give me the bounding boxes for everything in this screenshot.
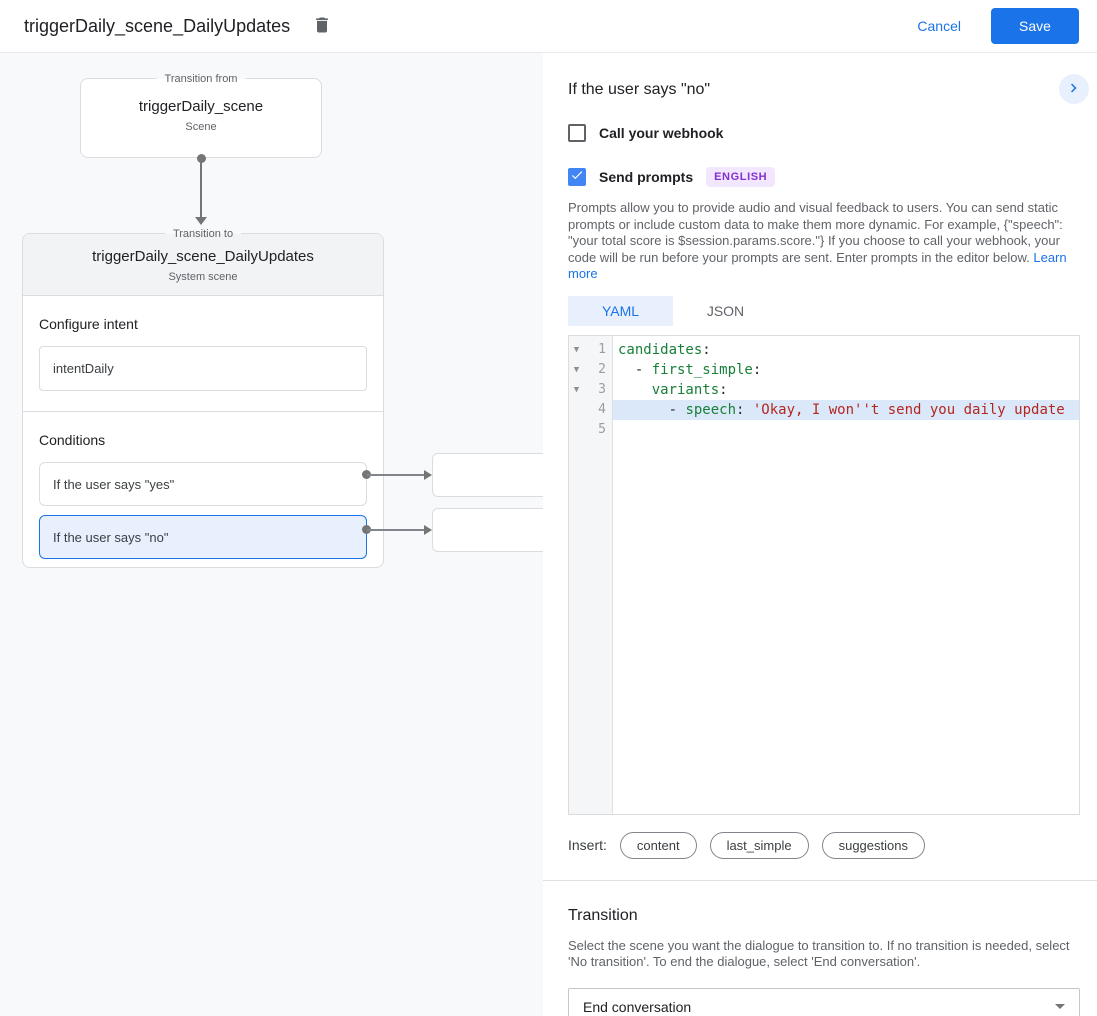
transition-to-legend: Transition to — [164, 226, 242, 242]
prompts-description-text: Prompts allow you to provide audio and v… — [568, 200, 1063, 265]
flow-connector-line — [200, 160, 202, 218]
learn-more-link[interactable]: Learn more — [568, 249, 1067, 282]
insert-chip-button[interactable]: suggestions — [821, 831, 925, 859]
send-prompts-checkbox[interactable] — [568, 168, 586, 186]
trash-icon — [312, 15, 332, 38]
delete-button[interactable] — [312, 15, 332, 38]
transition-select-value: End conversation — [583, 998, 692, 1015]
condition-yes-line — [367, 474, 424, 476]
header: triggerDaily_scene_DailyUpdates Cancel S… — [0, 0, 1097, 53]
configure-intent-label: Configure intent — [39, 316, 138, 332]
intent-value: intentDaily — [53, 361, 114, 376]
code-line[interactable]: candidates: — [618, 341, 711, 358]
tab-json[interactable]: JSON — [706, 302, 745, 319]
to-card-header: triggerDaily_scene_DailyUpdates System s… — [23, 234, 383, 296]
from-node-subtitle: Scene — [185, 121, 217, 133]
send-prompts-checkbox-label: Send prompts — [599, 169, 694, 185]
fold-arrow-icon[interactable]: ▼ — [573, 384, 580, 395]
conditions-label: Conditions — [39, 432, 106, 448]
to-card-subtitle: System scene — [168, 271, 238, 283]
language-badge: ENGLISH — [706, 167, 776, 187]
condition-yes-arrowhead-icon — [424, 470, 432, 480]
transition-to-card: Transition to triggerDaily_scene_DailyUp… — [22, 226, 384, 568]
checkmark-icon — [570, 168, 584, 187]
code-line[interactable] — [613, 420, 1079, 440]
transition-description: Select the scene you want the dialogue t… — [568, 937, 1070, 970]
transition-from-node[interactable]: Transition from triggerDaily_scene Scene — [80, 71, 322, 158]
webhook-checkbox-label: Call your webhook — [599, 125, 724, 141]
condition-label: If the user says "no" — [53, 529, 169, 545]
tab-yaml[interactable]: YAML — [568, 295, 673, 326]
webhook-checkbox-row[interactable]: Call your webhook — [568, 124, 1080, 142]
conditions-list: If the user says "yes" If the user says … — [39, 462, 367, 559]
chevron-right-icon — [1065, 79, 1083, 100]
condition-no-target-node[interactable] — [432, 508, 543, 552]
condition-label: If the user says "yes" — [53, 476, 175, 492]
transition-from-legend: Transition from — [156, 71, 246, 87]
condition-row[interactable]: If the user says "no" — [39, 515, 367, 559]
condition-yes-target-node[interactable] — [432, 453, 543, 497]
panel-divider — [543, 879, 1097, 881]
flow-connector-dot — [197, 154, 206, 163]
code-line[interactable]: variants: — [651, 381, 728, 398]
editor-gutter: ▼ 1 ▼ 2 ▼ 3 4 5 — [569, 335, 613, 814]
line-number: 1 — [598, 342, 606, 357]
insert-row: Insert: content last_simple suggestions — [568, 831, 1080, 859]
condition-detail-panel: If the user says "no" Call your webhook … — [543, 53, 1097, 1016]
card-divider — [23, 411, 383, 412]
editor-format-tabs: YAML JSON — [568, 295, 1080, 326]
insert-label: Insert: — [568, 837, 607, 853]
fold-arrow-icon[interactable]: ▼ — [573, 344, 580, 355]
code-editor[interactable]: ▼ 1 ▼ 2 ▼ 3 4 5 candidates: - first_simple: var… — [568, 334, 1080, 815]
editor-code-area[interactable]: candidates: - first_simple: variants: - … — [613, 336, 1079, 814]
insert-chip-button[interactable]: last_simple — [709, 831, 809, 859]
send-prompts-checkbox-row[interactable]: Send prompts ENGLISH — [568, 167, 1080, 187]
insert-chip-button[interactable]: content — [619, 831, 697, 859]
fold-arrow-icon[interactable]: ▼ — [573, 364, 580, 375]
line-number: 5 — [598, 422, 606, 437]
insert-chips: content last_simple suggestions — [607, 831, 925, 859]
flow-canvas: Transition from triggerDaily_scene Scene… — [0, 53, 543, 1016]
line-number: 4 — [598, 402, 606, 417]
condition-title: If the user says "no" — [568, 81, 711, 98]
save-button[interactable]: Save — [991, 8, 1079, 44]
transition-section-title: Transition — [568, 906, 638, 924]
condition-no-dot — [362, 525, 371, 534]
dropdown-caret-icon — [1055, 1004, 1065, 1009]
intent-input[interactable]: intentDaily — [39, 346, 367, 391]
condition-row[interactable]: If the user says "yes" — [39, 462, 367, 506]
to-card-title: triggerDaily_scene_DailyUpdates — [92, 248, 314, 265]
prompts-description: Prompts allow you to provide audio and v… — [568, 200, 1082, 283]
flow-arrowhead-icon — [195, 217, 207, 225]
condition-yes-dot — [362, 470, 371, 479]
from-node-title: triggerDaily_scene — [138, 98, 264, 115]
condition-no-line — [367, 529, 424, 531]
code-line[interactable]: - speech: 'Okay, I won''t send you daily… — [613, 399, 1079, 420]
transition-select[interactable]: End conversation — [568, 987, 1080, 1016]
page-title: triggerDaily_scene_DailyUpdates — [24, 15, 291, 36]
line-number: 3 — [598, 382, 606, 397]
code-line[interactable]: - first_simple: — [618, 361, 762, 378]
cancel-button[interactable]: Cancel — [917, 18, 961, 34]
webhook-checkbox[interactable] — [568, 124, 586, 142]
condition-no-arrowhead-icon — [424, 525, 432, 535]
line-number: 2 — [598, 362, 606, 377]
collapse-panel-button[interactable] — [1059, 74, 1089, 104]
